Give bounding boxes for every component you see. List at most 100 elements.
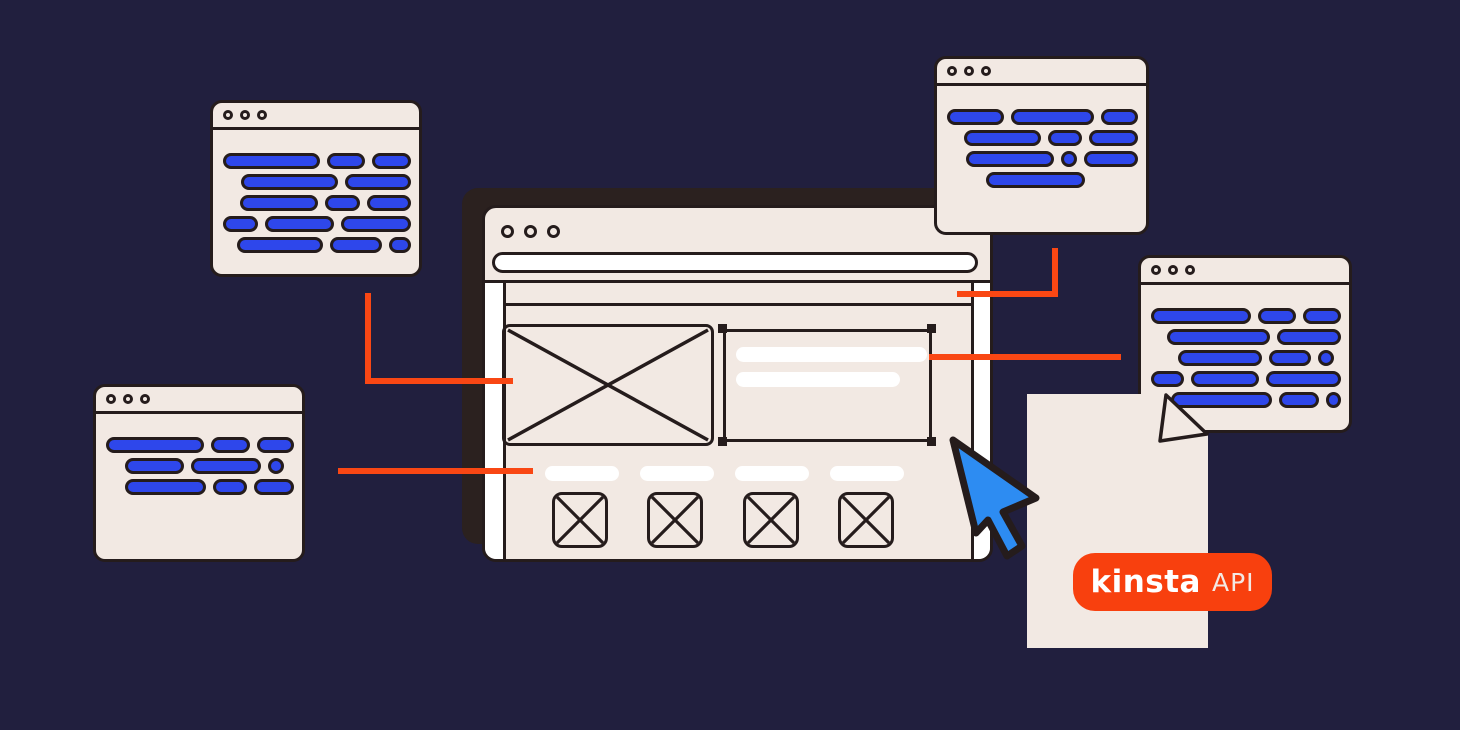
code-window-bottom-left — [93, 384, 305, 562]
code-token-pill — [371, 153, 411, 169]
window-controls — [501, 225, 560, 238]
code-token-pill — [966, 151, 1055, 167]
code-token-dot — [1325, 392, 1342, 408]
code-token-pill — [344, 174, 411, 190]
code-token-pill — [256, 437, 295, 453]
folded-corner-icon — [1158, 393, 1209, 443]
code-window-titlebar — [1141, 258, 1349, 285]
code-window-titlebar — [96, 387, 302, 414]
code-token-pill — [1083, 151, 1138, 167]
window-dot-icon — [524, 225, 537, 238]
browser-window — [482, 205, 993, 562]
code-lines — [96, 414, 302, 495]
code-line-row — [241, 174, 411, 190]
code-line-row — [1171, 392, 1342, 408]
address-bar — [492, 252, 978, 273]
code-window-titlebar — [937, 59, 1146, 86]
code-token-pill — [341, 216, 411, 232]
code-line-row — [1151, 308, 1341, 324]
code-line-row — [1151, 371, 1342, 387]
code-token-pill — [1191, 371, 1260, 387]
code-line-row — [964, 130, 1139, 146]
code-token-pill — [1269, 350, 1311, 366]
nav-pill — [545, 466, 619, 481]
text-line — [736, 347, 927, 362]
code-token-pill — [1266, 371, 1342, 387]
code-line-row — [947, 109, 1138, 125]
code-line-row — [1178, 350, 1341, 366]
nav-pill — [640, 466, 714, 481]
code-lines — [1141, 285, 1349, 408]
window-dot-icon — [140, 394, 150, 404]
code-token-pill — [1258, 308, 1296, 324]
image-x-icon — [507, 328, 709, 442]
code-token-pill — [964, 130, 1041, 146]
browser-body — [485, 280, 990, 559]
window-dot-icon — [223, 110, 233, 120]
code-line-row — [125, 479, 294, 495]
kinsta-api-badge: kinsta API — [1073, 553, 1272, 611]
thumbnail-placeholder — [838, 492, 894, 548]
paper-document — [1027, 393, 1209, 648]
code-token-pill — [265, 216, 335, 232]
code-token-pill — [327, 153, 365, 169]
window-dot-icon — [947, 66, 957, 76]
code-token-pill — [329, 237, 382, 253]
browser-chrome — [485, 208, 990, 280]
code-line-row — [223, 153, 411, 169]
code-token-pill — [1151, 308, 1252, 324]
window-dot-icon — [106, 394, 116, 404]
code-token-pill — [223, 216, 259, 232]
code-token-pill — [1100, 109, 1138, 125]
code-line-row — [966, 151, 1138, 167]
code-line-row — [237, 237, 411, 253]
code-lines — [213, 130, 419, 253]
code-token-pill — [388, 237, 411, 253]
code-line-row — [986, 172, 1138, 188]
code-window-titlebar — [213, 103, 419, 130]
window-dot-icon — [240, 110, 250, 120]
code-token-pill — [1178, 350, 1262, 366]
window-dot-icon — [981, 66, 991, 76]
code-token-pill — [1089, 130, 1139, 146]
code-token-pill — [223, 153, 321, 169]
code-token-dot — [1318, 350, 1334, 366]
code-token-pill — [1167, 329, 1270, 345]
code-token-dot — [1061, 151, 1077, 167]
code-token-pill — [240, 195, 319, 211]
code-token-pill — [986, 172, 1085, 188]
code-token-pill — [947, 109, 1005, 125]
thumbnail-placeholder — [743, 492, 799, 548]
code-window-top-left — [210, 100, 422, 277]
nav-pill — [735, 466, 809, 481]
selection-handle — [718, 324, 727, 333]
code-token-pill — [210, 437, 250, 453]
window-dot-icon — [1168, 265, 1178, 275]
code-lines — [937, 86, 1146, 188]
image-placeholder — [502, 324, 714, 446]
thumbnail-placeholder — [647, 492, 703, 548]
code-line-row — [1167, 329, 1341, 345]
window-dot-icon — [1151, 265, 1161, 275]
cursor-icon — [949, 436, 1040, 560]
code-token-pill — [213, 479, 247, 495]
code-line-row — [125, 458, 294, 474]
content-header-divider — [506, 303, 971, 306]
code-token-pill — [191, 458, 261, 474]
code-token-pill — [1278, 392, 1319, 408]
selection-handle — [927, 324, 936, 333]
thumbnail-placeholder — [552, 492, 608, 548]
selection-handle — [718, 437, 727, 446]
code-window-top-right — [934, 56, 1149, 235]
code-token-pill — [253, 479, 294, 495]
right-column-divider — [971, 283, 974, 559]
code-token-pill — [1011, 109, 1094, 125]
code-token-dot — [268, 458, 284, 474]
kinsta-logo-text: kinsta — [1090, 564, 1201, 600]
code-token-pill — [106, 437, 204, 453]
window-dot-icon — [123, 394, 133, 404]
window-dot-icon — [257, 110, 267, 120]
code-token-pill — [125, 479, 207, 495]
code-line-row — [240, 195, 411, 211]
